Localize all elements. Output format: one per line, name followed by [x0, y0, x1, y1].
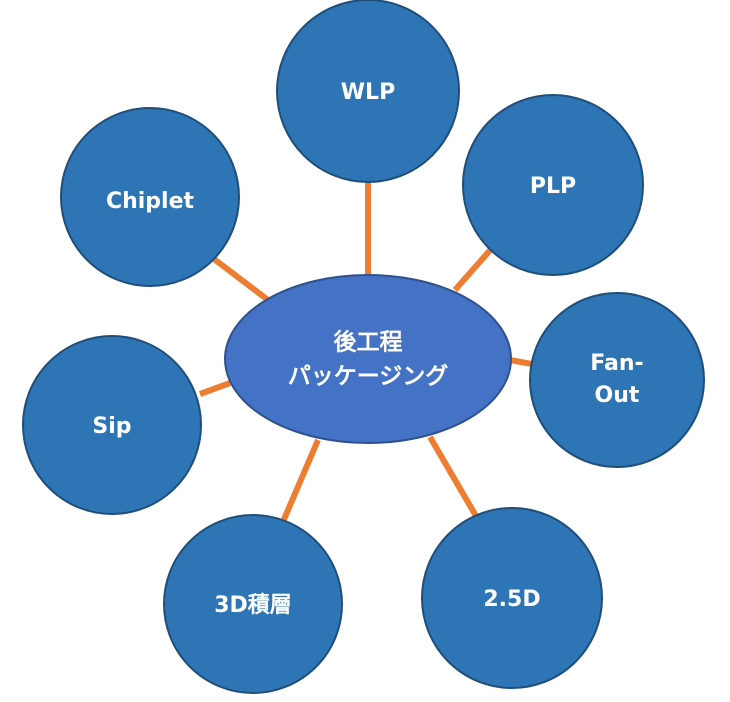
- connector-2-5d: [427, 435, 479, 518]
- node-plp-circle: [462, 94, 644, 276]
- node-fan-out-label-line1: Fan-: [590, 351, 643, 376]
- node-wlp-circle: [276, 0, 460, 183]
- node-chiplet-circle: [60, 107, 240, 287]
- connector-fanout: [509, 357, 533, 367]
- connectors: [198, 176, 533, 526]
- connector-sip: [198, 380, 232, 397]
- node-2-5d-label: 2.5D: [483, 587, 540, 612]
- node-plp-label: PLP: [530, 174, 576, 199]
- node-wlp: WLP: [276, 0, 460, 183]
- node-3d-stack-label: 3D積層: [214, 593, 292, 618]
- center-node-ellipse: [224, 274, 512, 444]
- node-2-5d-circle: [421, 507, 603, 689]
- node-2-5d: 2.5D: [421, 507, 603, 689]
- node-chiplet-label: Chiplet: [106, 189, 195, 214]
- node-fan-out: Fan- Out: [529, 292, 705, 468]
- node-plp: PLP: [462, 94, 644, 276]
- connector-3d: [279, 438, 321, 526]
- connector-plp: [452, 246, 495, 292]
- connector-chiplet: [212, 256, 270, 303]
- node-sip-label: Sip: [92, 414, 131, 439]
- center-label-line2: パッケージング: [288, 363, 449, 390]
- node-fan-out-circle: [529, 292, 705, 468]
- node-wlp-label: WLP: [341, 80, 395, 105]
- node-3d-stack: 3D積層: [163, 514, 343, 694]
- node-chiplet: Chiplet: [60, 107, 240, 287]
- center-node: 後工程 パッケージング: [224, 274, 512, 444]
- node-3d-stack-circle: [163, 514, 343, 694]
- node-sip: Sip: [22, 335, 202, 515]
- node-sip-circle: [22, 335, 202, 515]
- center-label-line1: 後工程: [334, 329, 403, 356]
- node-fan-out-label-line2: Out: [595, 383, 640, 408]
